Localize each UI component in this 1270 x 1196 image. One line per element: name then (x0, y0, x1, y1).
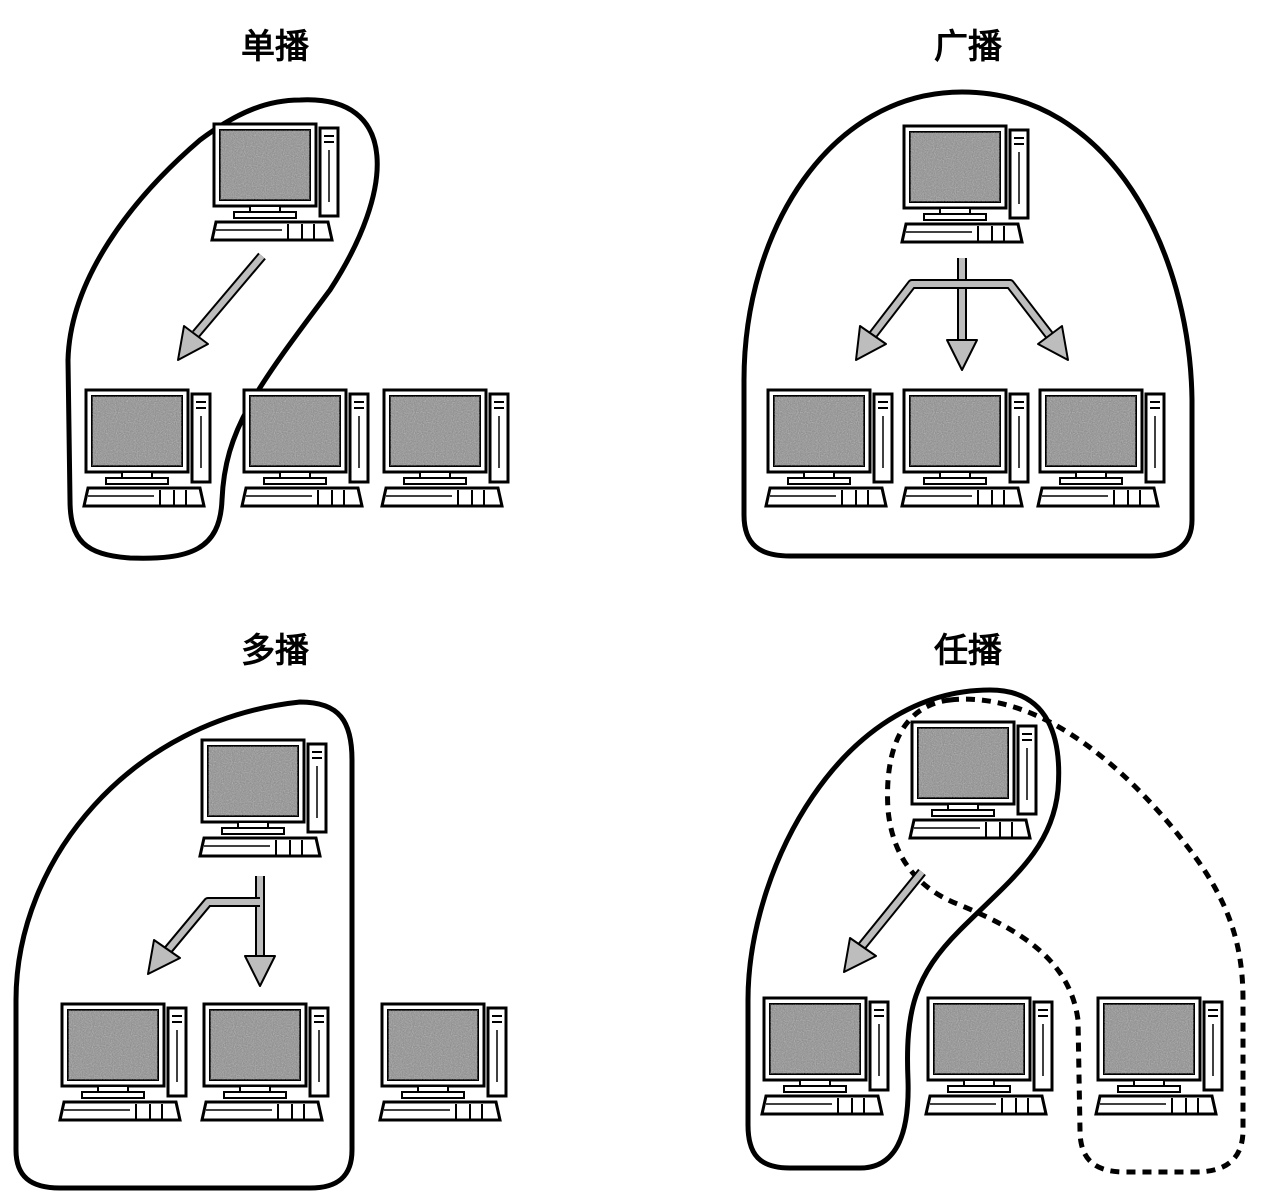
anycast-boundary-solid (745, 687, 1062, 1171)
unicast-source-computer (212, 124, 338, 240)
multicast-receiver-computer-2 (202, 1004, 328, 1120)
multicast-arrow-icon (147, 876, 276, 987)
multicast-boundary (13, 699, 355, 1191)
anycast-computer-2 (926, 998, 1052, 1114)
broadcast-arrow-icon (855, 258, 1069, 371)
panel-title-anycast: 任播 (934, 631, 1003, 671)
broadcast-receiver-computer-2 (902, 390, 1028, 506)
multicast-receiver-computer-1 (60, 1004, 186, 1120)
unicast-computer-3 (382, 390, 508, 506)
panel-multicast: 多播 (13, 631, 506, 1191)
anycast-boundary-dashed (885, 696, 1246, 1175)
anycast-arrow-icon (843, 868, 926, 973)
multicast-computer-3 (380, 1004, 506, 1120)
unicast-arrow-icon (177, 252, 266, 361)
panel-anycast: 任播 (745, 631, 1246, 1175)
panel-title-broadcast: 广播 (934, 27, 1003, 67)
unicast-boundary (65, 97, 380, 561)
multicast-source-computer (200, 740, 326, 856)
panel-unicast: 单播 (65, 27, 508, 561)
broadcast-receiver-computer-1 (766, 390, 892, 506)
anycast-source-computer (910, 722, 1036, 838)
unicast-computer-2 (242, 390, 368, 506)
panel-broadcast: 广播 (741, 27, 1195, 559)
anycast-computer-3 (1096, 998, 1222, 1114)
panel-title-multicast: 多播 (241, 631, 310, 671)
broadcast-receiver-computer-3 (1038, 390, 1164, 506)
broadcast-source-computer (902, 126, 1028, 242)
unicast-receiver-computer-1 (84, 390, 210, 506)
broadcast-boundary (741, 89, 1195, 559)
anycast-receiver-computer-1 (762, 998, 888, 1114)
panel-title-unicast: 单播 (241, 27, 310, 67)
